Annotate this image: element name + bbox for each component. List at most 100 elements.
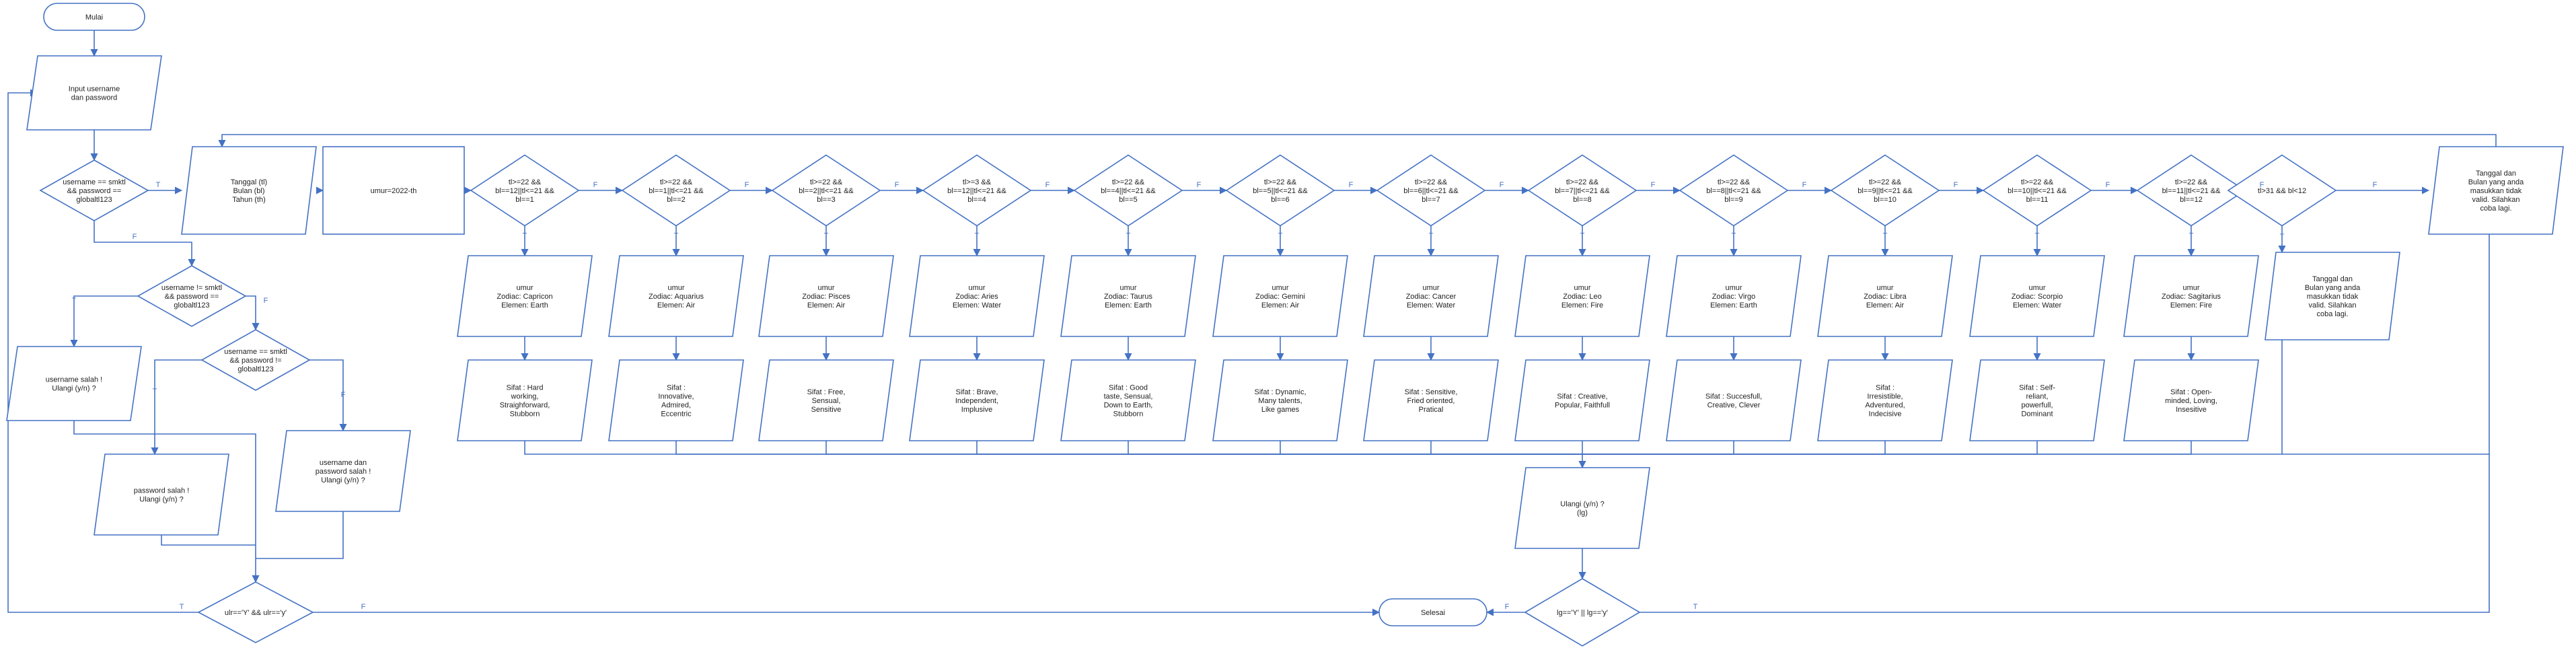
- output-trait-2-text: Innovative,: [658, 393, 694, 401]
- input-date-text: Tahun (th): [232, 196, 266, 204]
- decision-zodiac-4-text: bl==12||tl<=21 &&: [947, 187, 1006, 195]
- decision-zodiac-11-text: bl==11: [2026, 196, 2049, 204]
- decision-retry-login: [197, 581, 314, 643]
- input-date-text: Tanggal (tl): [231, 178, 267, 186]
- output-trait-10-text: Indecisive: [1869, 410, 1902, 419]
- output-trait-10: [1817, 359, 1953, 441]
- output-trait-3-text: Sifat : Free,: [807, 388, 846, 396]
- output-invalid-right-text: Tanggal dan: [2476, 170, 2516, 178]
- output-trait-6-text: Sifat : Dynamic,: [1254, 388, 1306, 396]
- decision-zodiac-2-text: bl==1||tl<=21 &&: [649, 187, 704, 195]
- decision-zodiac-11: [1982, 154, 2092, 227]
- output-zodiac-7-text: Zodiac: Cancer: [1406, 293, 1457, 301]
- decision-zodiac-11-text: tl>=22 &&: [2021, 178, 2054, 186]
- output-invalid-right-text: valid. Silahkan: [2472, 196, 2520, 204]
- output-invalid-right: [2428, 146, 2564, 235]
- output-trait-1: [457, 359, 593, 441]
- output-invalid-mid-text: valid. Silahkan: [2309, 301, 2357, 310]
- decision-zodiac-4-text: bl==4: [967, 196, 986, 204]
- label-zodiac-false-5: F: [1197, 181, 1202, 189]
- decision-login-valid: [39, 159, 149, 221]
- output-zodiac-6-text: Zodiac: Gemini: [1255, 293, 1305, 301]
- decision-zodiac-5-text: bl==5: [1119, 196, 1138, 204]
- start-terminal-text: Mulai: [85, 13, 103, 22]
- decision-zodiac-2-text: tl>=22 &&: [660, 178, 693, 186]
- decision-zodiac-5-text: tl>=22 &&: [1112, 178, 1145, 186]
- label-zodiac-false-4: F: [1045, 181, 1050, 189]
- label-zodiac-true-1: T: [523, 232, 527, 240]
- output-trait-2-text: Admired,: [661, 402, 691, 410]
- edge-retry-login-true: [7, 89, 198, 613]
- decision-username-wrong-text: globaltl123: [174, 301, 209, 310]
- output-zodiac-7-text: umur: [1422, 284, 1439, 292]
- decision-zodiac-6: [1225, 154, 1335, 227]
- output-zodiac-11-text: umur: [2028, 284, 2045, 292]
- label-invalid-false: F: [2373, 181, 2378, 189]
- label-pass-true: T: [153, 388, 157, 396]
- label-login-true: T: [156, 181, 161, 189]
- output-trait-10-text: Irresistible,: [1867, 393, 1903, 401]
- decision-zodiac-10: [1830, 154, 1940, 227]
- output-invalid-right-text: Bulan yang anda: [2468, 178, 2524, 186]
- decision-invalid-date: [2227, 154, 2337, 227]
- output-trait-9: [1666, 359, 1802, 441]
- label-zodiac-false-8: F: [1651, 181, 1656, 189]
- decision-username-wrong-text: username != smktl: [161, 284, 222, 292]
- output-zodiac-9-text: Elemen: Earth: [1710, 301, 1757, 310]
- decision-zodiac-7-text: bl==7: [1422, 196, 1440, 204]
- decision-zodiac-12: [2136, 154, 2246, 227]
- decision-zodiac-4-text: tl>=3 &&: [963, 178, 992, 186]
- edge-pass-retry: [161, 535, 256, 546]
- output-invalid-right-text: coba lagi.: [2480, 205, 2511, 213]
- decision-zodiac-7-text: tl>=22 &&: [1415, 178, 1448, 186]
- label-zodiac-false-2: F: [745, 181, 749, 189]
- output-password-wrong-text: Ulangi (y/n) ?: [139, 496, 183, 504]
- output-trait-11: [1969, 359, 2105, 441]
- output-trait-11-text: Dominant: [2021, 410, 2053, 419]
- output-both-wrong-text: password salah !: [316, 468, 371, 476]
- label-zodiac-true-6: T: [1278, 232, 1283, 240]
- output-username-wrong-text: username salah !: [46, 376, 102, 384]
- output-zodiac-5-text: Elemen: Earth: [1105, 301, 1152, 310]
- input-date: [181, 146, 317, 235]
- decision-zodiac-12-text: tl>=22 &&: [2175, 178, 2208, 186]
- edge-user-true: [70, 295, 138, 348]
- edge-trait-merge-12: [1582, 441, 2192, 455]
- decision-zodiac-4: [922, 154, 1032, 227]
- output-zodiac-12-text: Elemen: Fire: [2170, 301, 2212, 310]
- output-trait-1-text: working,: [511, 393, 539, 401]
- output-trait-12-text: Sifat : Open-: [2170, 388, 2212, 396]
- output-zodiac-9-text: Zodiac: Virgo: [1712, 293, 1756, 301]
- output-trait-6-text: Like games: [1261, 406, 1300, 414]
- output-trait-1-text: Straighforward,: [500, 402, 550, 410]
- output-trait-4-text: Independent,: [955, 397, 998, 405]
- edge-trait-merge-11: [1582, 441, 2038, 455]
- decision-zodiac-9-text: bl==9: [1724, 196, 1743, 204]
- output-zodiac-12-text: umur: [2182, 284, 2199, 292]
- output-trait-4: [909, 359, 1045, 441]
- output-trait-6: [1212, 359, 1348, 441]
- output-zodiac-7-text: Elemen: Water: [1407, 301, 1456, 310]
- output-zodiac-11-text: Zodiac: Scorpio: [2012, 293, 2063, 301]
- decision-zodiac-9-text: bl==8||tl<=21 &&: [1706, 187, 1761, 195]
- output-trait-11-text: powerfull,: [2021, 402, 2053, 410]
- label-zodiac-false-1: F: [593, 181, 598, 189]
- output-trait-12-text: Insesitive: [2176, 406, 2207, 414]
- edge-login-false: [94, 221, 196, 267]
- decision-username-wrong: [137, 265, 247, 327]
- output-invalid-right-text: masukkan tidak: [2470, 187, 2522, 195]
- start-terminal: [43, 3, 145, 31]
- label-zodiac-true-5: T: [1126, 232, 1131, 240]
- output-zodiac-11: [1969, 255, 2105, 337]
- decision-zodiac-6-text: tl>=22 &&: [1264, 178, 1297, 186]
- output-zodiac-1-text: Elemen: Earth: [501, 301, 548, 310]
- output-zodiac-2: [608, 255, 744, 337]
- output-zodiac-2-text: Elemen: Air: [657, 301, 696, 310]
- label-zodiac-true-7: T: [1429, 232, 1434, 240]
- output-trait-2: [608, 359, 744, 441]
- decision-repeat-text: lg=='Y' || lg=='y': [1557, 609, 1608, 617]
- input-credentials: [26, 55, 162, 131]
- decision-zodiac-7-text: bl==6||tl<=21 &&: [1403, 187, 1459, 195]
- decision-zodiac-5-text: bl==4||tl<=21 &&: [1101, 187, 1156, 195]
